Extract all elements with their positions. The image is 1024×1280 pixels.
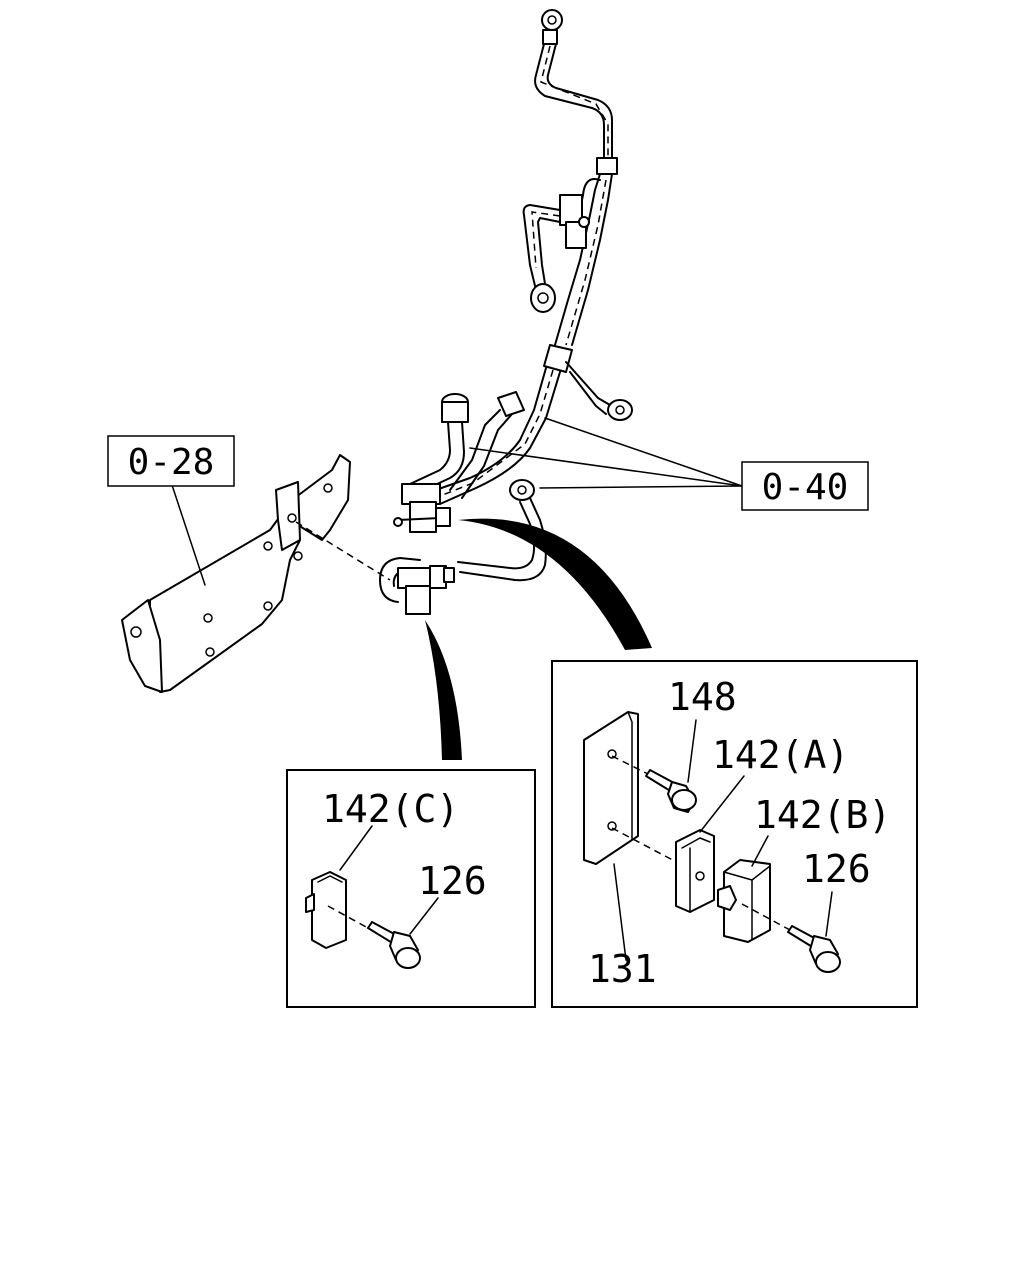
ref-label-pipe: 0-40 bbox=[762, 467, 849, 508]
ref-label-bracket: 0-28 bbox=[128, 442, 215, 483]
label-142a: 142(A) bbox=[712, 733, 849, 777]
callout-swoosh-left bbox=[425, 620, 462, 760]
callout-swoosh-right bbox=[458, 518, 652, 650]
label-131: 131 bbox=[588, 947, 657, 991]
label-142c: 142(C) bbox=[322, 787, 459, 831]
label-148: 148 bbox=[668, 675, 737, 719]
label-126-right: 126 bbox=[802, 847, 871, 891]
label-142b: 142(B) bbox=[754, 793, 891, 837]
mounting-bracket bbox=[121, 454, 391, 693]
label-126-left: 126 bbox=[418, 859, 487, 903]
ref-box-bracket: 0-28 bbox=[107, 435, 235, 487]
detail-box-c: 142(C) 126 bbox=[286, 769, 536, 1008]
ref-box-pipe: 0-40 bbox=[741, 461, 869, 511]
detail-box-ab: 148 142(A) 142(B) 126 131 bbox=[551, 660, 918, 1008]
leader-lines bbox=[171, 417, 743, 586]
pipe-assembly bbox=[393, 9, 633, 533]
